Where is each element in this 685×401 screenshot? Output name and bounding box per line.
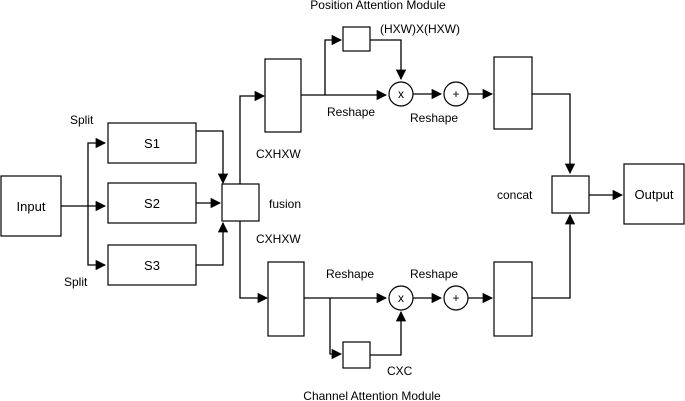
edge-attention-multiply-ch (370, 310, 407, 356)
s2-node (107, 182, 197, 224)
channel-add-symbol: + (452, 291, 459, 305)
edge-posout-concat (532, 93, 576, 175)
reshape-label-pos-2: Reshape (410, 111, 458, 125)
edge-chout-concat (532, 213, 576, 299)
edge-s3-fusion (196, 221, 229, 266)
cxc-label: CXC (387, 364, 413, 378)
s3-label: S3 (144, 258, 160, 273)
position-output-block (493, 56, 533, 130)
reshape-label-pos-1: Reshape (327, 105, 375, 119)
edge-ch-attention (329, 298, 343, 360)
edge-input-s1 (87, 137, 107, 206)
split-label-bottom: Split (64, 275, 88, 289)
s1-label: S1 (144, 136, 160, 151)
input-label: Input (17, 199, 46, 214)
edge-input-s3 (87, 206, 107, 271)
channel-feature-block (267, 261, 305, 337)
s1-node (107, 122, 197, 164)
output-label: Output (634, 187, 673, 202)
position-attention-map (342, 26, 371, 52)
s2-label: S2 (144, 196, 160, 211)
cxhxw-label-top: CXHXW (256, 147, 301, 161)
channel-attention-map (342, 341, 371, 369)
edge-fusion-ch (239, 221, 269, 304)
concat-node (551, 175, 590, 214)
input-node (0, 175, 62, 237)
position-attention-title: Position Attention Module (310, 0, 446, 12)
position-feature-block (264, 58, 302, 133)
edge-pos-attention (324, 34, 343, 95)
fusion-node (221, 183, 260, 222)
hxw-product-label: (HXW)X(HXW) (380, 22, 460, 36)
channel-output-block (493, 261, 533, 337)
concat-label: concat (497, 188, 533, 202)
channel-attention-title: Channel Attention Module (303, 389, 441, 401)
edge-fusion-pos (239, 90, 266, 184)
edge-s1-fusion (196, 130, 229, 185)
output-node (623, 163, 685, 225)
channel-multiply-symbol: x (398, 291, 404, 305)
cxhxw-label-bottom: CXHXW (256, 232, 301, 246)
edge-attention-multiply-pos (370, 39, 407, 81)
reshape-label-ch-2: Reshape (410, 267, 458, 281)
reshape-label-ch-1: Reshape (326, 267, 374, 281)
position-multiply-symbol: x (398, 87, 404, 101)
position-add-symbol: + (452, 87, 459, 101)
fusion-label: fusion (269, 197, 301, 211)
split-label-top: Split (70, 113, 94, 127)
